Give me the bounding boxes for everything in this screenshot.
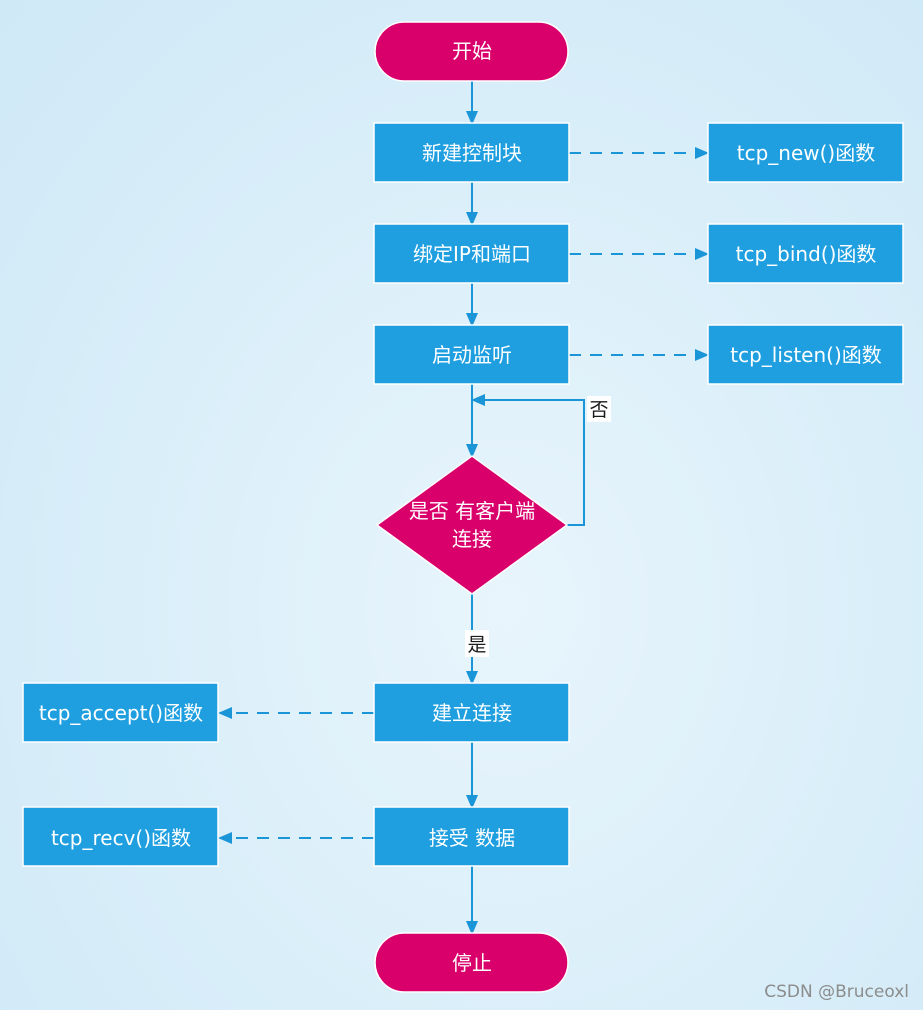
watermark: CSDN @Bruceoxl [764,982,909,1002]
stop-node: 停止 [374,932,569,993]
no-label-group: 否 [587,396,611,422]
function-box-listen: tcp_listen()函数 [707,324,904,385]
start-node: 开始 [374,21,569,82]
function-accept-label: tcp_accept()函数 [39,701,203,725]
edge-label-yes: 是 [467,634,486,656]
function-box-accept: tcp_accept()函数 [22,682,219,743]
process-recv-label: 接受 数据 [429,826,515,850]
function-listen-label: tcp_listen()函数 [730,343,882,367]
yes-label-group: 是 [465,630,489,657]
process-new-pcb: 新建控制块 [373,122,570,183]
decision-label-line2: 连接 [452,527,492,551]
function-arrows [218,147,709,844]
stop-node-label: 停止 [452,951,492,975]
process-bind: 绑定IP和端口 [373,223,570,284]
function-box-new: tcp_new()函数 [707,122,904,183]
process-listen-label: 启动监听 [432,343,512,367]
start-node-label: 开始 [452,39,492,63]
decision-label-line1: 是否 有客户端 [409,499,535,523]
process-listen: 启动监听 [373,324,570,385]
function-new-label: tcp_new()函数 [737,141,875,165]
function-box-recv: tcp_recv()函数 [22,806,219,867]
function-recv-label: tcp_recv()函数 [51,826,191,850]
arrow-decision-no-loop [471,394,585,526]
function-box-bind: tcp_bind()函数 [707,223,904,284]
decision-client-connect: 是否 有客户端 连接 [375,455,569,595]
process-bind-label: 绑定IP和端口 [413,242,531,266]
process-new-pcb-label: 新建控制块 [422,141,522,165]
process-accept: 建立连接 [373,682,570,743]
edge-label-no: 否 [589,399,608,421]
function-bind-label: tcp_bind()函数 [736,242,877,266]
process-accept-label: 建立连接 [432,701,512,725]
process-recv: 接受 数据 [373,806,570,867]
